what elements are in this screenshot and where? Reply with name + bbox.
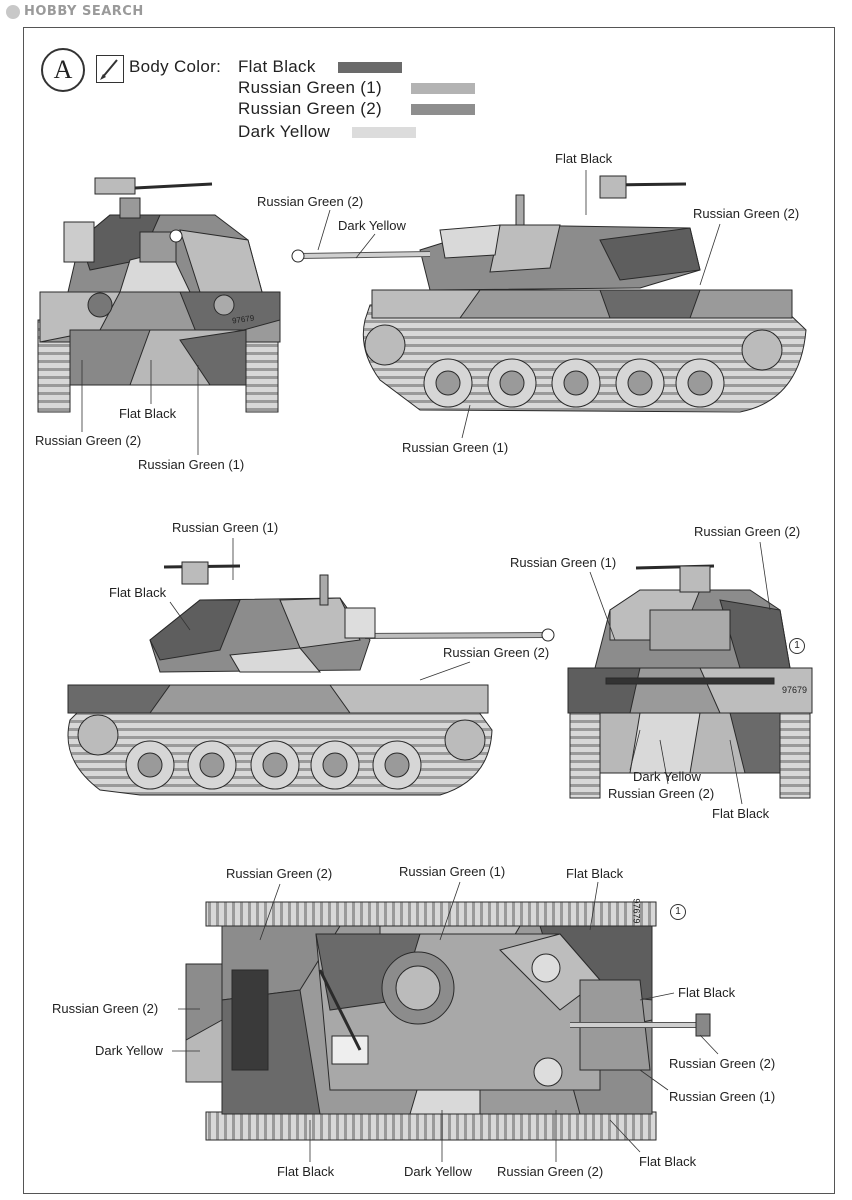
top-label-dark-yellow-b: Dark Yellow: [404, 1164, 472, 1179]
watermark: HOBBY SEARCH: [6, 4, 144, 19]
top-marker: 1: [670, 904, 686, 920]
leader-lines: [81, 170, 771, 1162]
rear-label-flat-black: Flat Black: [712, 806, 770, 821]
top-label-russian-green-1b: Russian Green (1): [669, 1089, 776, 1104]
front-label-russian-green-2: Russian Green (2): [35, 433, 142, 448]
right-label-russian-green-2b: Russian Green (2): [693, 206, 800, 221]
left-side-view: [67, 561, 555, 796]
top-label-flat-black-b: Flat Black: [678, 985, 736, 1000]
top-label-flat-black-d: Flat Black: [639, 1154, 697, 1169]
left-label-flat-black: Flat Black: [109, 585, 167, 600]
right-label-dark-yellow: Dark Yellow: [338, 218, 406, 233]
top-label-russian-green-1: Russian Green (1): [399, 864, 506, 879]
rear-view: [567, 564, 813, 799]
top-label-russian-green-2b: Russian Green (2): [52, 1001, 159, 1016]
legend-color-name: Russian Green (2): [238, 99, 382, 118]
rear-label-russian-green-1: Russian Green (1): [510, 555, 617, 570]
legend-title: Body Color:: [129, 57, 222, 76]
paintbrush-icon: [96, 55, 124, 83]
top-label-flat-black: Flat Black: [566, 866, 624, 881]
top-label-flat-black-c: Flat Black: [277, 1164, 335, 1179]
top-hull-number: 97679: [631, 898, 642, 924]
right-label-russian-green-1: Russian Green (1): [402, 440, 509, 455]
top-view: [185, 901, 711, 1141]
front-label-flat-black: Flat Black: [119, 406, 177, 421]
legend-swatch-russian-green-2: [411, 104, 475, 115]
rear-marker: 1: [789, 638, 805, 654]
legend-swatch-russian-green-1: [411, 83, 475, 94]
right-side-view: [291, 175, 807, 413]
rear-label-russian-green-2b: Russian Green (2): [608, 786, 715, 801]
top-label-russian-green-2c: Russian Green (2): [669, 1056, 776, 1071]
watermark-logo-icon: [6, 4, 20, 19]
legend-swatch-dark-yellow: [352, 127, 416, 138]
rear-label-dark-yellow: Dark Yellow: [633, 769, 701, 784]
top-label-russian-green-2d: Russian Green (2): [497, 1164, 604, 1179]
left-label-russian-green-1: Russian Green (1): [172, 520, 279, 535]
top-label-dark-yellow: Dark Yellow: [95, 1043, 163, 1058]
legend-color-name: Flat Black: [238, 57, 316, 76]
legend-color-name: Russian Green (1): [238, 78, 382, 97]
plate-letter: A: [41, 48, 85, 92]
right-label-russian-green-2: Russian Green (2): [257, 194, 364, 209]
rear-hull-number: 97679: [782, 685, 808, 695]
rear-label-russian-green-2: Russian Green (2): [694, 524, 801, 539]
legend-swatch-flat-black: [338, 62, 402, 73]
legend-color-name: Dark Yellow: [238, 122, 331, 141]
left-label-russian-green-2: Russian Green (2): [443, 645, 550, 660]
instruction-frame: [23, 27, 835, 1194]
top-label-russian-green-2: Russian Green (2): [226, 866, 333, 881]
right-label-flat-black: Flat Black: [555, 151, 613, 166]
watermark-text: HOBBY SEARCH: [24, 4, 144, 19]
front-view: [37, 177, 281, 413]
front-label-russian-green-1: Russian Green (1): [138, 457, 245, 472]
